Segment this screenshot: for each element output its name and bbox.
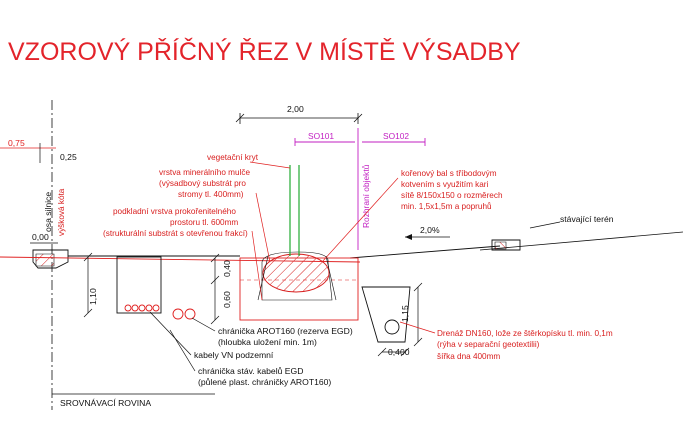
mulch-line-3: stromy tl. 400mm) [178, 190, 244, 199]
drain: 0,400 1,15 [361, 282, 423, 357]
rootball-line-2: kotvením s využitím kari [401, 180, 489, 189]
dimension-width-top: 2,00 [235, 104, 363, 124]
sleeve-line-2: (půlené plast. chráničky AROT160) [198, 377, 331, 387]
utility-annotations: chránička AROT160 (rezerva EGD) (hloubka… [149, 311, 353, 387]
datum-label: SROVNÁVACÍ ROVINA [60, 398, 151, 408]
rootball-line-1: kořenový bal s tříbodovým [401, 169, 497, 178]
right-annotations: kořenový bal s tříbodovým kotvením s vyu… [321, 169, 613, 361]
dim-left-offset: 0,75 [8, 138, 25, 148]
drain-line-1: Drenáž DN160, lože ze štěrkopísku tl. mi… [437, 329, 613, 338]
arot-line-1: chránička AROT160 (rezerva EGD) [218, 326, 353, 336]
height-level-label: výšková kóta [57, 188, 66, 236]
slope-label: 2,0% [420, 225, 440, 235]
ground-lines: 2,0% stávající terén [0, 214, 683, 263]
page-title: VZOROVÝ PŘÍČNÝ ŘEZ V MÍSTĚ VÝSADBY [8, 37, 521, 66]
dim-left-height: 0,25 [60, 152, 77, 162]
planting-pit: 0,40 0,60 [210, 165, 359, 325]
mulch-line-2: (výsadbový substrát pro [159, 179, 246, 188]
drain-line-2: (rýha v separační geotextilii) [437, 340, 540, 349]
road-axis-label: osa silnice [43, 192, 53, 232]
dim-drain-depth: 1,15 [400, 305, 410, 322]
zone-so102-label: SO102 [383, 131, 409, 141]
cables-vn-label: kabely VN podzemní [194, 350, 274, 360]
dim-left-depth: 1,10 [88, 288, 98, 305]
dim-060: 0,60 [222, 291, 232, 308]
zero-level-label: 0,00 [32, 232, 49, 242]
terrain-label: stávající terén [560, 214, 614, 224]
vegetation-label: vegetační kryt [207, 153, 259, 162]
dim-width-label: 2,00 [287, 104, 304, 114]
left-trench: 1,10 [83, 252, 196, 320]
rootball-line-4: min. 1,5x1,5m a popruhů [401, 201, 492, 211]
rootball-line-3: sítě 8/150x150 o rozměrech [401, 191, 503, 200]
sleeve-line-1: chránička stáv. kabelů EGD [198, 366, 303, 376]
substrate-line-1: podkladní vrstva prokořenitelného [113, 207, 236, 216]
root-ball [262, 253, 330, 293]
arot-line-2: (hloubka uložení min. 1m) [218, 337, 317, 347]
dim-drain-width: 0,400 [388, 347, 410, 357]
dim-040: 0,40 [222, 260, 232, 277]
datum: SROVNÁVACÍ ROVINA [52, 393, 215, 408]
mulch-line-1: vrstva minerálního mulče [159, 168, 250, 177]
zone-so101-label: SO101 [308, 131, 334, 141]
substrate-line-2: prostoru tl. 600mm [170, 218, 238, 227]
road-edge: 0,75 0,25 osa silnice výšková kóta 0,00 [0, 100, 77, 410]
boundary-label: Rozhraní objektů [361, 164, 371, 228]
substrate-line-3: (strukturální substrát s otevřenou frakc… [103, 229, 248, 238]
left-annotations: vegetační kryt vrstva minerálního mulče … [103, 153, 291, 301]
drain-line-3: šířka dna 400mm [437, 352, 500, 361]
zone-markers: SO101 SO102 Rozhraní objektů [294, 128, 426, 250]
